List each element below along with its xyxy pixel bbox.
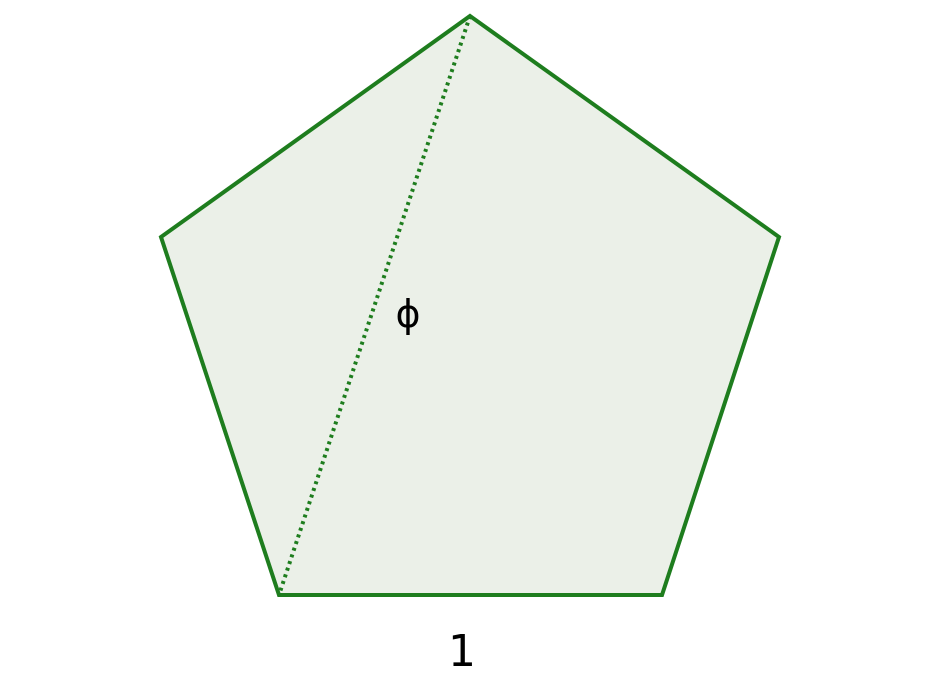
pentagon-shape — [158, 13, 782, 597]
side-label: 1 — [448, 626, 476, 677]
diagonal-label: ϕ — [395, 292, 420, 336]
